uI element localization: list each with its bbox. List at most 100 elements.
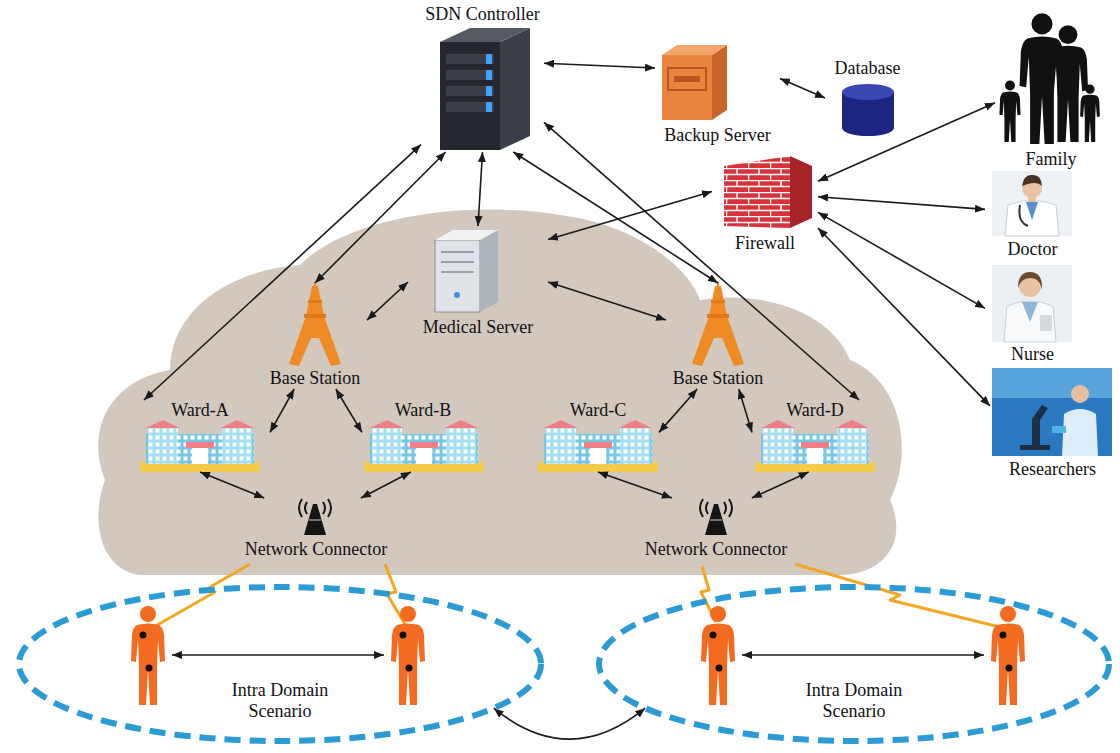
backup-server-icon: [712, 45, 727, 120]
node-label: Ward-A: [171, 400, 229, 421]
medical-server-icon: [435, 230, 498, 312]
base-station-icon: [692, 282, 744, 366]
network-connector-icon: [700, 499, 732, 535]
sensor-dot: [716, 665, 723, 672]
node-label: Backup Server: [664, 125, 770, 146]
patient-figure: [131, 606, 165, 705]
nurse-picture: [1022, 302, 1038, 322]
doctor-picture: [1026, 202, 1038, 220]
medical-server-icon: [441, 271, 474, 273]
sdn-server-icon: [446, 70, 494, 80]
node-label: Medical Server: [423, 317, 533, 338]
ward-building-icon: [140, 420, 875, 472]
sdn-server-icon: [486, 70, 492, 80]
firewall-icon: [724, 156, 790, 228]
backup-server-icon: [662, 55, 712, 120]
connector-arrow: [818, 212, 985, 308]
ward-building-icon: [538, 420, 658, 472]
sdn-server-icon: [500, 28, 530, 150]
network-connector-icon: [299, 499, 331, 535]
researchers-picture: [992, 368, 1112, 456]
doctor-picture: [1022, 175, 1042, 186]
ward-node: Ward-B: [362, 400, 484, 472]
connector-arrow: [478, 152, 483, 226]
network-connector-icon: [299, 499, 732, 535]
server-node: Backup Server: [655, 42, 780, 146]
sdn-server-icon: [446, 86, 494, 96]
connector-arrow: [548, 192, 712, 240]
base-station-icon: [289, 282, 744, 366]
nurse-picture: [992, 265, 1072, 342]
medical-server-icon: [441, 261, 474, 263]
domain-ellipse: Intra Domain Scenario: [595, 583, 1113, 745]
connector-arrow: [315, 152, 446, 283]
family-icon: [999, 81, 1020, 142]
connector-arrow: [200, 472, 264, 498]
backup-server-icon: [662, 45, 727, 120]
patient-link: [742, 654, 984, 656]
doctor-picture: [992, 171, 1072, 236]
connector-arrow: [659, 389, 697, 432]
doctor-picture: [992, 171, 1072, 236]
network-cloud: [98, 209, 902, 575]
sensor-dot: [406, 665, 413, 672]
sdn-server-icon: [486, 54, 492, 64]
doctor-picture: [1019, 205, 1028, 226]
connector-arrow: [548, 282, 666, 320]
sensor-dot: [146, 665, 153, 672]
node-label: Intra Domain Scenario: [221, 680, 339, 722]
researchers-picture: [1052, 426, 1066, 433]
backup-server-icon: [668, 68, 706, 90]
sdn-server-icon: [446, 102, 494, 112]
patient-link: [172, 654, 984, 656]
connector-arrow: [780, 78, 825, 98]
ward-node: Ward-D: [752, 400, 878, 472]
node-label: SDN Controller: [425, 4, 540, 25]
base-station-icon: [289, 282, 341, 366]
connector-arrow: [270, 389, 294, 432]
ward-node: Ward-A: [130, 400, 270, 472]
controller-node: SDN Controller: [421, 4, 544, 152]
ward-building-icon: [755, 420, 875, 472]
user-node: Doctor: [985, 168, 1080, 260]
researchers-picture: [992, 368, 1112, 398]
family-icon: [1048, 25, 1088, 142]
connector-arrow: [494, 708, 645, 739]
ward-building-icon: [140, 420, 260, 472]
database-node: Database: [825, 58, 910, 138]
medical-server-icon: [435, 240, 480, 312]
sdn-server-icon: [440, 42, 500, 150]
nurse-picture: [1018, 272, 1042, 290]
nurse-picture: [1004, 301, 1056, 342]
firewall-node: Firewall: [712, 150, 818, 254]
connector-node: Network Connector: [628, 498, 804, 560]
server-node: Medical Server: [408, 226, 548, 338]
connector-arrow: [544, 122, 859, 400]
sdn-server-icon: [486, 86, 492, 96]
doctor-picture: [1005, 201, 1059, 237]
sensor-dot: [710, 632, 717, 639]
connector-arrow: [818, 197, 985, 210]
sdn-server-icon: [440, 28, 530, 42]
researchers-picture: [1071, 385, 1089, 403]
node-label: Intra Domain Scenario: [795, 680, 913, 722]
patient-figure: [391, 606, 425, 705]
node-label: Ward-B: [395, 400, 452, 421]
base-station-node: Base Station: [666, 283, 770, 389]
database-icon: [842, 84, 894, 100]
researchers-picture: [1062, 409, 1098, 456]
node-label: Family: [1025, 149, 1076, 170]
medical-server-icon: [441, 251, 474, 253]
medical-server-icon: [435, 230, 498, 240]
connector-arrow: [752, 472, 809, 498]
backup-server-icon: [674, 76, 700, 82]
sensor-dot: [140, 632, 147, 639]
base-station-node: Base Station: [263, 283, 367, 389]
database-icon: [842, 84, 894, 136]
dashed-ellipse: [19, 587, 541, 741]
node-label: Doctor: [1008, 239, 1058, 260]
sensor-dot: [1006, 665, 1013, 672]
node-label: Base Station: [270, 368, 361, 389]
